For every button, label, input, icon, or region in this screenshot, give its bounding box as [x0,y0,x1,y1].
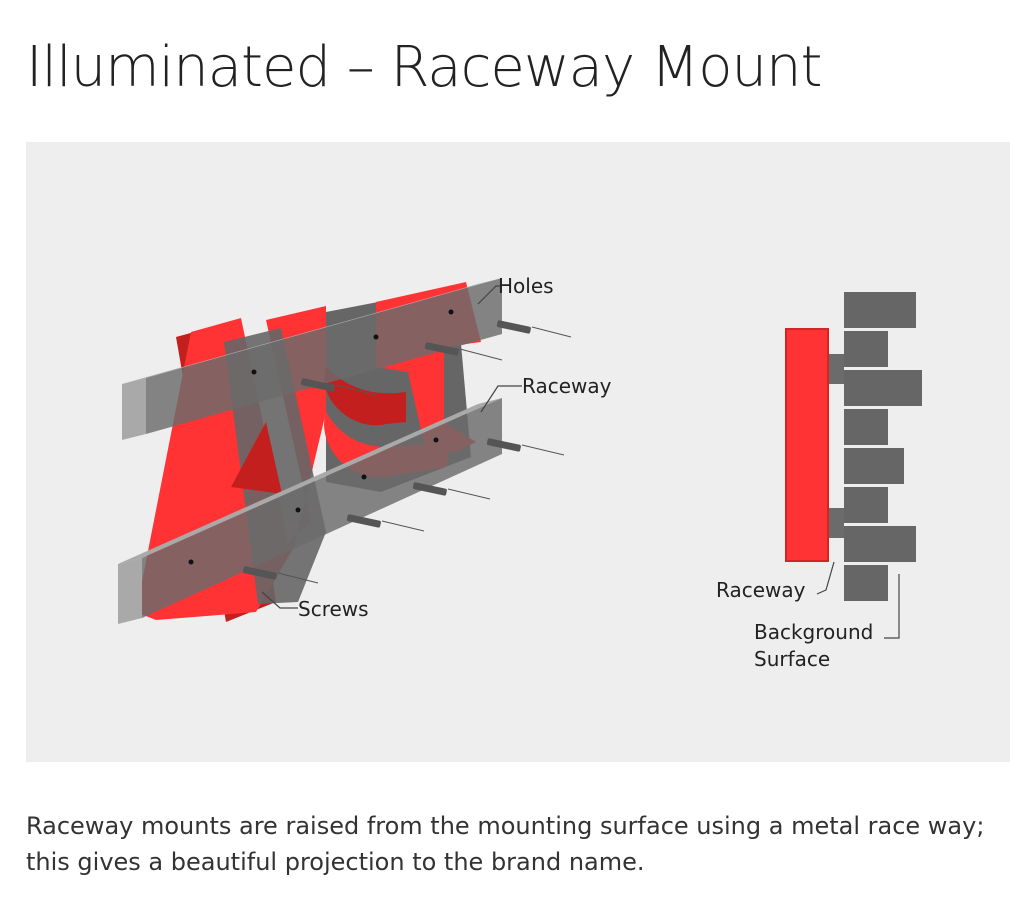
brick [844,370,922,406]
page-title: Illuminated – Raceway Mount [26,35,822,100]
lower-raceway-top [118,398,502,564]
side-letter-profile [785,328,829,562]
brick [844,292,916,328]
callout-lines [261,285,522,609]
brick [844,331,888,367]
letter-b-bowl [324,367,406,426]
hole [295,507,301,513]
background-surface-label-line1: Background [754,620,873,644]
hole [188,559,194,565]
hole [433,437,439,443]
letters-perspective-illustration: Holes Raceway Screws [118,274,612,624]
raceway-mount-diagram: Holes Raceway Screws [26,142,1010,762]
screw [424,342,503,361]
raceway-holes [188,309,454,565]
brick [844,487,888,523]
screw [346,514,425,532]
side-raceway-label: Raceway [716,578,806,602]
screws-callout-line [261,591,298,609]
background-surface-bricks [844,292,922,601]
description-paragraph: Raceway mounts are raised from the mount… [26,812,985,876]
side-raceway-spacer-top [828,354,844,384]
raceway-label: Raceway [522,374,612,398]
background-surface-callout-line [884,574,900,639]
brick [844,448,904,484]
screw [242,566,319,584]
screws [242,320,572,584]
screw [486,438,565,456]
holes-label: Holes [498,274,554,298]
letter-a-counter [231,422,282,494]
side-raceway-callout-line [816,561,835,595]
hole [251,369,257,375]
upper-raceway-front [146,278,502,434]
diagram-canvas: Holes Raceway Screws [26,142,1010,762]
holes-callout-line [477,285,502,305]
lower-raceway-front [142,398,502,618]
hole [361,474,367,480]
brick [844,409,888,445]
upper-raceway-top [122,278,502,384]
screw [412,482,491,500]
screws-label: Screws [298,597,369,621]
background-surface-label-line2: Surface [754,647,830,671]
upper-raceway-end [122,378,146,440]
raceway-callout-line [480,385,522,413]
brick [844,526,916,562]
screw [300,378,377,396]
side-callout-lines [816,561,900,639]
hole [448,309,454,315]
screw [496,320,572,338]
side-view-illustration: Raceway Background Surface [716,292,922,671]
hole [373,334,379,340]
brick [844,565,888,601]
lower-raceway-end [118,558,142,624]
side-raceway-spacer-bottom [828,508,844,538]
